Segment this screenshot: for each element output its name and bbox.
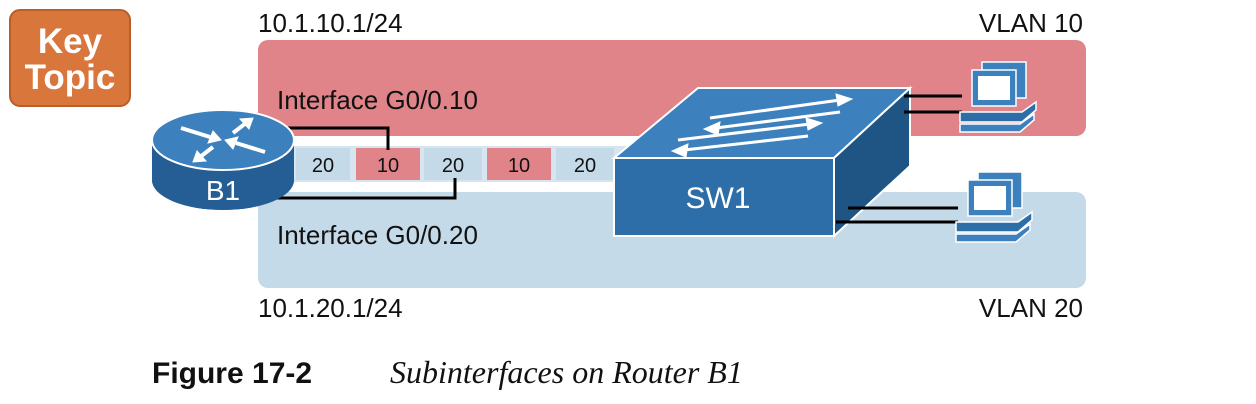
frame-label: 20	[312, 155, 334, 177]
vlan20-name-label: VLAN 20	[979, 293, 1083, 323]
figure-number: Figure 17-2	[152, 357, 312, 390]
vlan10-name-label: VLAN 10	[979, 8, 1083, 38]
leader-line-g0-10	[268, 126, 390, 150]
pc-icon	[955, 171, 1033, 243]
frame-vlan20	[296, 148, 350, 180]
leader-line-g0-20	[268, 178, 457, 200]
vlan20-area	[258, 192, 1086, 288]
switch-label: SW1	[685, 182, 750, 215]
router-label: B1	[206, 175, 240, 206]
badge-line1: Key	[38, 22, 103, 61]
frame-vlan20	[424, 148, 482, 180]
frame-vlan20	[556, 148, 614, 180]
frame-label: 20	[442, 155, 464, 177]
frame-label: 10	[508, 155, 530, 177]
interface-g0-10-label: Interface G0/0.10	[277, 85, 478, 115]
pc-icon	[959, 61, 1037, 133]
badge-line2: Topic	[25, 58, 116, 97]
figure-title: Subinterfaces on Router B1	[390, 354, 743, 390]
frame-label: 10	[377, 155, 399, 177]
trunk-frames: 20 10 20 10 20	[296, 148, 614, 180]
vlan20-ip-label: 10.1.20.1/24	[258, 293, 403, 323]
router-arrows-icon	[180, 117, 266, 163]
switch-sw1: SW1	[611, 85, 913, 239]
vlan10-ip-label: 10.1.10.1/24	[258, 8, 403, 38]
interface-g0-20-label: Interface G0/0.20	[277, 220, 478, 250]
frame-vlan10	[356, 148, 420, 180]
frame-label: 20	[574, 155, 596, 177]
frame-vlan10	[487, 148, 551, 180]
router-b1: B1	[151, 109, 295, 210]
switch-arrows-icon	[670, 93, 854, 158]
key-topic-badge: Key Topic	[9, 9, 131, 107]
